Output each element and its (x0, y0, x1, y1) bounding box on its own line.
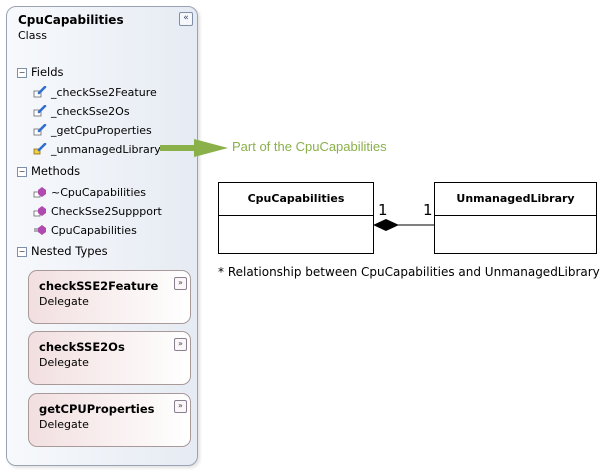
method-label: CheckSse2Suppport (51, 205, 162, 218)
annotation-label: Part of the CpuCapabilities (232, 139, 387, 154)
multiplicity-left: 1 (378, 201, 388, 219)
nested-type-kind: Delegate (39, 295, 89, 308)
nested-type-shape[interactable]: checkSSE2Feature Delegate » (28, 270, 191, 324)
field-icon (33, 86, 47, 98)
method-item[interactable]: CheckSse2Suppport (33, 205, 162, 218)
nested-type-name: checkSSE2Os (39, 340, 125, 354)
uml-class-box-right[interactable]: UnmanagedLibrary (434, 182, 597, 254)
nested-types-section-header[interactable]: −Nested Types (17, 244, 108, 258)
expand-icon[interactable]: » (174, 400, 187, 413)
fields-section-header[interactable]: −Fields (17, 65, 64, 79)
methods-header-label: Methods (31, 164, 81, 178)
methods-toggle-icon[interactable]: − (17, 167, 27, 177)
multiplicity-right: 1 (423, 201, 433, 219)
uml-class-box-left[interactable]: CpuCapabilities (218, 182, 374, 254)
annotation-arrow (160, 139, 228, 157)
class-shape[interactable]: CpuCapabilities Class « −Fields _checkSs… (6, 6, 198, 466)
composition-diamond-icon (373, 219, 399, 231)
method-item[interactable]: ~CpuCapabilities (33, 186, 146, 199)
nested-types-header-label: Nested Types (31, 244, 108, 258)
diagram-caption: * Relationship between CpuCapabilities a… (218, 265, 600, 279)
nested-type-kind: Delegate (39, 356, 89, 369)
fields-toggle-icon[interactable]: − (17, 68, 27, 78)
field-label: _unmanagedLibrary (51, 143, 161, 156)
method-icon (33, 187, 46, 198)
fields-header-label: Fields (31, 65, 64, 79)
method-label: ~CpuCapabilities (51, 186, 147, 199)
method-item[interactable]: CpuCapabilities (33, 224, 137, 237)
class-stereotype: Class (18, 29, 47, 42)
nested-type-name: getCPUProperties (39, 402, 155, 416)
method-label: CpuCapabilities (51, 224, 137, 237)
field-icon (33, 105, 47, 117)
field-item[interactable]: _unmanagedLibrary (33, 143, 161, 156)
composition-line (373, 219, 434, 231)
field-item[interactable]: _getCpuProperties (33, 124, 152, 137)
expand-icon[interactable]: » (174, 338, 187, 351)
private-field-icon (33, 143, 47, 155)
nested-type-kind: Delegate (39, 418, 89, 431)
field-item[interactable]: _checkSse2Os (33, 105, 130, 118)
uml-class-name: CpuCapabilities (219, 183, 373, 216)
field-label: _getCpuProperties (51, 124, 152, 137)
field-icon (33, 124, 47, 136)
uml-class-name: UnmanagedLibrary (435, 183, 596, 216)
nested-type-shape[interactable]: checkSSE2Os Delegate » (28, 331, 191, 385)
constructor-icon (34, 225, 46, 235)
class-title: CpuCapabilities (18, 13, 124, 27)
nested-type-shape[interactable]: getCPUProperties Delegate » (28, 393, 191, 447)
field-item[interactable]: _checkSse2Feature (33, 86, 157, 99)
field-label: _checkSse2Feature (51, 86, 157, 99)
methods-section-header[interactable]: −Methods (17, 164, 80, 178)
collapse-icon[interactable]: « (179, 12, 193, 26)
method-icon (33, 206, 46, 217)
nested-type-name: checkSSE2Feature (39, 279, 159, 293)
field-label: _checkSse2Os (51, 105, 130, 118)
nested-types-toggle-icon[interactable]: − (17, 247, 27, 257)
expand-icon[interactable]: » (174, 277, 187, 290)
